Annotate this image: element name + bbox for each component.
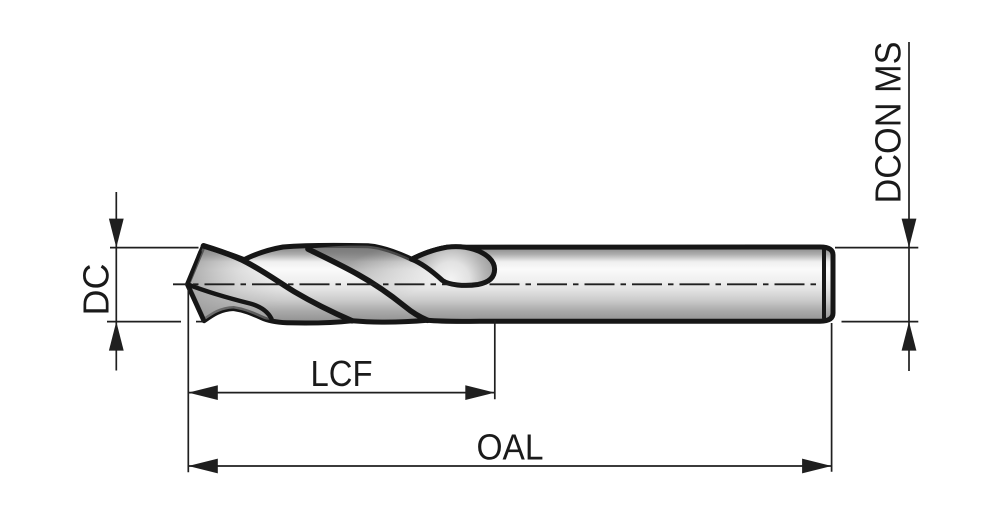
svg-text:DCON MS: DCON MS [868,42,909,204]
svg-text:DC: DC [76,264,117,316]
svg-text:OAL: OAL [477,427,544,468]
svg-text:LCF: LCF [311,353,373,394]
